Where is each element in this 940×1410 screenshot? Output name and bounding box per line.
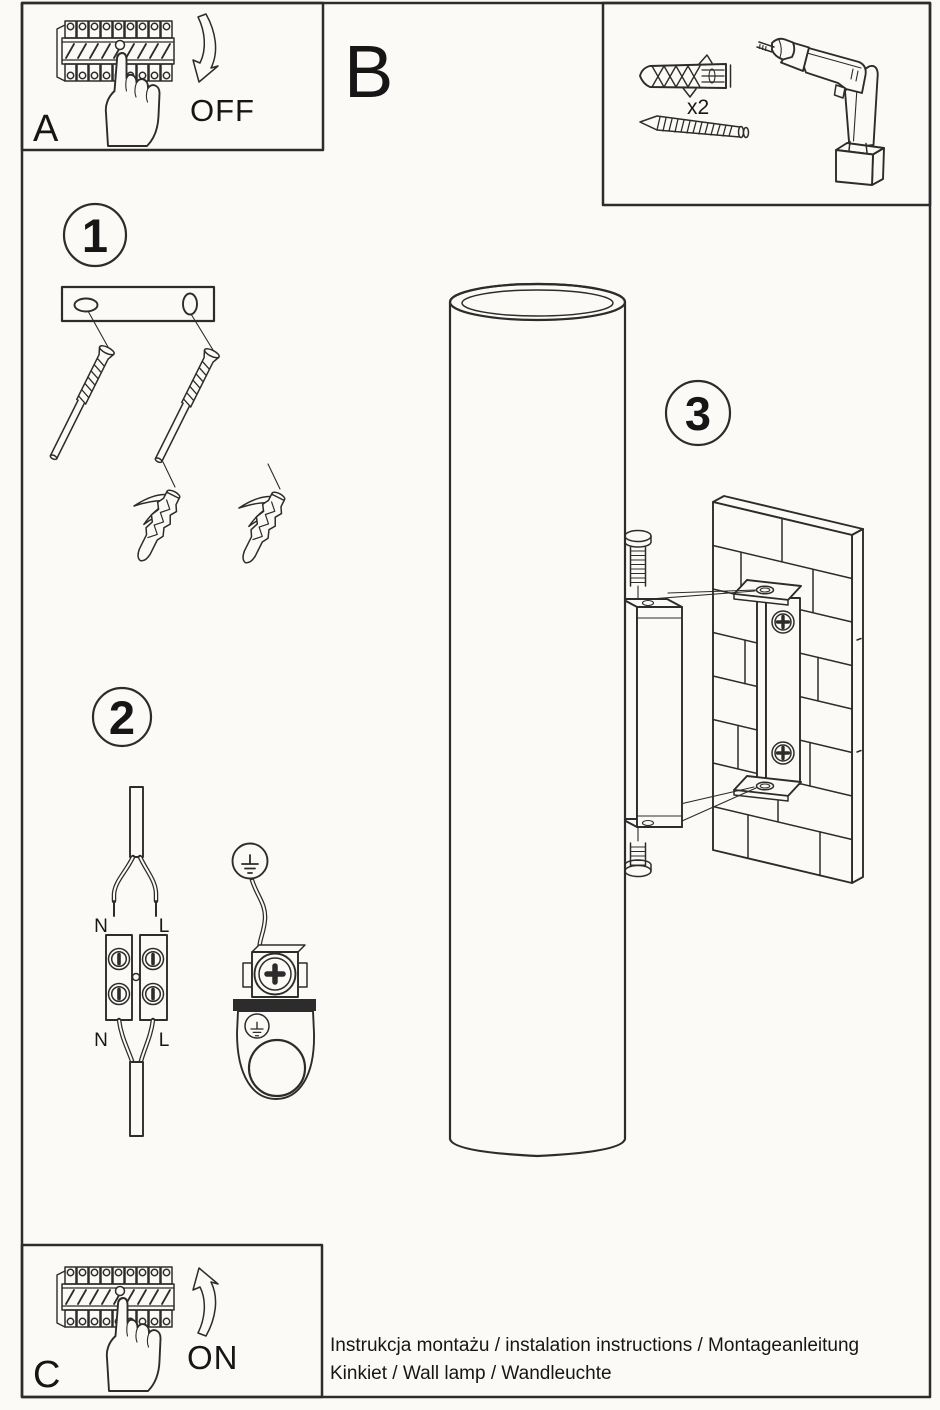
- wires-top: [111, 854, 159, 917]
- step-2-number: 2: [109, 691, 135, 744]
- footer-line-2: Kinkiet / Wall lamp / Wandleuchte: [330, 1363, 612, 1384]
- panel-c: ON C: [20, 1243, 324, 1399]
- cable-top: [129, 786, 144, 858]
- wall-plug-icon: [639, 54, 732, 98]
- panel-c-frame: [20, 1243, 324, 1399]
- terminal-block-icon: [105, 934, 168, 1021]
- arrow-down-icon: [192, 13, 219, 83]
- screw-right-icon: [149, 346, 222, 467]
- step-1: 1: [44, 202, 290, 569]
- earth-wire: [249, 877, 268, 954]
- bracket-screw-bottom-icon: [770, 740, 796, 766]
- anchor-right-icon: [217, 479, 290, 569]
- step-3-badge: [664, 379, 732, 447]
- label-c: C: [33, 1354, 60, 1396]
- footer-line-1: Instrukcja montażu / instalation instruc…: [330, 1335, 859, 1356]
- screw-left-icon: [44, 343, 117, 464]
- panel-a: OFF A: [20, 1, 325, 152]
- step-1-number: 1: [82, 209, 108, 262]
- step-2-badge: [91, 686, 153, 748]
- mount-screw-bottom-icon: [624, 826, 652, 878]
- screw-terminal-icon: [242, 944, 308, 998]
- footer: Instrukcja montażu / instalation instruc…: [330, 1335, 859, 1384]
- mount-screw-top-icon: [624, 529, 652, 600]
- arrow-up-icon: [192, 1267, 219, 1337]
- label-n-bottom: N: [94, 1030, 108, 1051]
- bracket-screw-top-icon: [770, 609, 796, 635]
- label-l-top: L: [159, 916, 170, 937]
- cable-bottom: [129, 1061, 144, 1137]
- wires-bottom: [116, 1017, 156, 1064]
- label-l-bottom: L: [159, 1030, 170, 1051]
- step-2: 2 N L N L: [91, 686, 316, 1137]
- label-n-top: N: [94, 916, 108, 937]
- guide-lines: [87, 310, 214, 351]
- guide-lines-2: [162, 461, 281, 490]
- step-1-badge: [62, 202, 128, 268]
- pointing-hand-icon: [104, 52, 161, 147]
- earth-symbol-icon: [231, 842, 269, 880]
- wall-bracket: [733, 579, 802, 802]
- pointing-hand-icon: [105, 1297, 162, 1392]
- screw-icon: [639, 115, 750, 139]
- lamp-body: [621, 598, 683, 828]
- lamp-holder-icon: [233, 999, 316, 1100]
- label-b: B: [344, 30, 393, 113]
- step-3: 3: [448, 282, 864, 1158]
- label-on: ON: [187, 1339, 239, 1376]
- panel-b: x2: [601, 1, 932, 207]
- mounting-bar-icon: [60, 285, 216, 323]
- mounting-bar-hole-right: [182, 292, 198, 316]
- step-3-number: 3: [685, 387, 711, 440]
- drill-icon: [756, 37, 885, 186]
- earth-glyph: [241, 854, 259, 874]
- lamp-tube: [448, 282, 627, 1158]
- alignment-lines: [623, 589, 757, 822]
- mounting-bar-hole-left: [73, 297, 99, 313]
- breaker-panel-icon: [56, 1266, 175, 1328]
- label-x2: x2: [687, 96, 709, 119]
- page-border: [20, 1, 932, 1399]
- panel-b-frame: [601, 1, 932, 207]
- anchor-left-icon: [112, 477, 185, 567]
- label-a: A: [33, 108, 59, 150]
- panel-a-frame: [20, 1, 325, 152]
- label-off: OFF: [190, 93, 255, 128]
